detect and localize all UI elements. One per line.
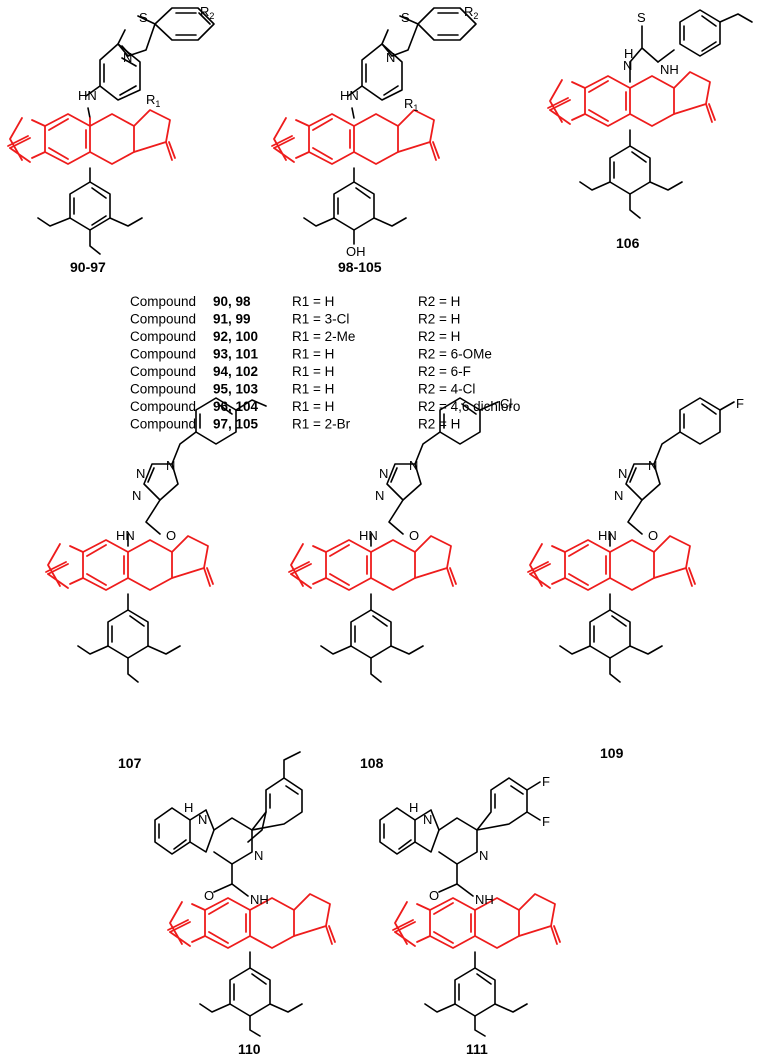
compound-ids: 92, 100	[213, 329, 258, 344]
chloro-atom: Cl	[500, 396, 512, 411]
pyridine-n-atom: N	[479, 848, 488, 863]
triazole-n-atom: N	[614, 488, 623, 503]
table-row: Compound 90, 98 R1 = H R2 = H	[130, 294, 460, 309]
amide-o-atom: O	[166, 528, 176, 543]
r2-label: R2	[200, 4, 214, 21]
compound-ids: 91, 99	[213, 312, 251, 327]
structure-98-105: S N R2 R1 HN OH 98-105	[271, 4, 478, 275]
thiourea-n-atom: N	[623, 58, 632, 73]
compound-label-111: 111	[466, 1041, 488, 1057]
amide-hn-label: HN	[598, 528, 617, 543]
compound-word: Compound	[130, 347, 196, 362]
r1-label: R1	[146, 92, 160, 109]
r2-value: R2 = H	[418, 294, 460, 309]
triazole-n-atom: N	[379, 466, 388, 481]
amide-o-atom: O	[648, 528, 658, 543]
compound-label-90-97: 90-97	[70, 259, 106, 275]
pyridine-n-atom: N	[254, 848, 263, 863]
r2-value: R2 = 6-F	[418, 364, 471, 379]
r2-value: R2 = 4-Cl	[418, 382, 475, 397]
r2-value: R2 = 6-OMe	[418, 347, 492, 362]
amide-nh-label: NH	[250, 892, 269, 907]
r1-value: R1 = H	[292, 347, 334, 362]
substituent-table: Compound 90, 98 R1 = H R2 = H Compound 91, 99…	[130, 294, 520, 432]
table-row: Compound 94, 102 R1 = H R2 = 6-F	[130, 364, 471, 379]
triazole-n-atom: N	[136, 466, 145, 481]
compound-label-110: 110	[238, 1041, 261, 1057]
r1-value: R1 = H	[292, 364, 334, 379]
triazole-n-atom: N	[132, 488, 141, 503]
r1-value: R1 = H	[292, 382, 334, 397]
compound-label-98-105: 98-105	[338, 259, 382, 275]
structure-106: S N H NH 106	[547, 9, 753, 251]
compound-ids: 94, 102	[213, 364, 258, 379]
fluoro-atom: F	[542, 774, 550, 789]
compound-word: Compound	[130, 329, 196, 344]
table-row: Compound 91, 99 R1 = 3-Cl R2 = H	[130, 312, 460, 327]
compound-word: Compound	[130, 417, 196, 432]
thiazole-n-atom: N	[386, 50, 395, 65]
table-row: Compound 93, 101 R1 = H R2 = 6-OMe	[130, 347, 492, 362]
amide-o-atom: O	[409, 528, 419, 543]
triazole-n-atom: N	[618, 466, 627, 481]
compound-ids: 95, 103	[213, 382, 259, 397]
compound-word: Compound	[130, 312, 196, 327]
compound-ids: 90, 98	[213, 294, 251, 309]
r1-value: R1 = H	[292, 399, 334, 414]
amide-nh-label: NH	[475, 892, 494, 907]
thiazole-s-atom: S	[139, 10, 148, 25]
r1-value: R1 = H	[292, 294, 334, 309]
compound-ids: 93, 101	[213, 347, 259, 362]
table-row: Compound 95, 103 R1 = H R2 = 4-Cl	[130, 382, 475, 397]
thiazole-s-atom: S	[401, 10, 410, 25]
triazole-n-atom: N	[409, 458, 418, 473]
table-row: Compound 92, 100 R1 = 2-Me R2 = H	[130, 329, 460, 344]
compound-label-106: 106	[616, 235, 640, 251]
fluoro-atom: F	[736, 396, 744, 411]
compound-word: Compound	[130, 364, 196, 379]
r1-value: R1 = 3-Cl	[292, 312, 349, 327]
indole-h-atom: H	[184, 800, 193, 815]
phenol-oh-label: OH	[346, 244, 366, 259]
structure-110: H N N O NH 110	[154, 751, 336, 1057]
r2-value: R2 = H	[418, 312, 460, 327]
amide-o-atom: O	[429, 888, 439, 903]
structure-109: N N N F HN O 109	[527, 396, 744, 761]
thiazole-n-atom: N	[123, 50, 132, 65]
structure-107: N N N HN O 107	[45, 397, 267, 771]
structure-90-97: S N R2 R1 HN 90-97	[7, 4, 215, 275]
compound-word: Compound	[130, 294, 196, 309]
r1-value: R1 = 2-Br	[292, 417, 351, 432]
thiourea-h-atom: H	[624, 46, 633, 61]
amide-hn-label: HN	[359, 528, 378, 543]
triazole-n-atom: N	[375, 488, 384, 503]
compound-label-107: 107	[118, 755, 142, 771]
amide-o-atom: O	[204, 888, 214, 903]
structure-111: F F H N N O NH 111	[379, 774, 561, 1057]
compound-label-108: 108	[360, 755, 384, 771]
r2-label: R2	[464, 4, 478, 21]
thiourea-nh-label: NH	[660, 62, 679, 77]
indole-h-atom: H	[409, 800, 418, 815]
fluoro-atom: F	[542, 814, 550, 829]
amine-hn-label: HN	[340, 88, 359, 103]
triazole-n-atom: N	[648, 458, 657, 473]
triazole-n-atom: N	[166, 458, 175, 473]
compound-word: Compound	[130, 382, 196, 397]
thiourea-s-atom: S	[637, 10, 646, 25]
indole-n-atom: N	[198, 812, 207, 827]
r1-value: R1 = 2-Me	[292, 329, 355, 344]
compound-label-109: 109	[600, 745, 624, 761]
r1-label: R1	[404, 96, 418, 113]
amide-hn-label: HN	[116, 528, 135, 543]
compound-word: Compound	[130, 399, 196, 414]
structure-108: N N N Cl HN O 108	[288, 396, 512, 771]
amine-hn-label: HN	[78, 88, 97, 103]
r2-value: R2 = H	[418, 329, 460, 344]
indole-n-atom: N	[423, 812, 432, 827]
